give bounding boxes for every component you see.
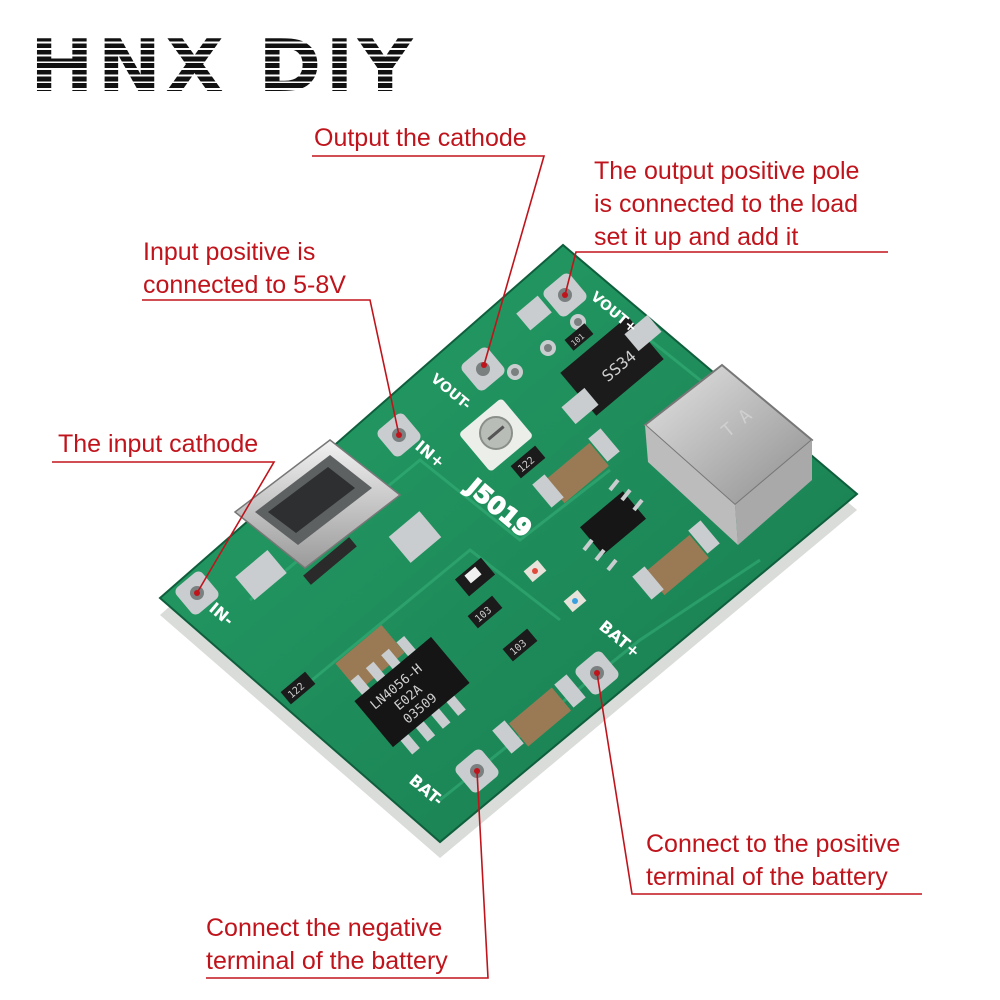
brand-logo: HNX DIY <box>30 23 417 108</box>
diode-ss34: SS34 <box>560 314 664 425</box>
annotation-output-positive-line-1: The output positive pole <box>594 157 860 185</box>
annotation-battery-positive: Connect to the positive terminal of the … <box>646 828 900 894</box>
capacitors <box>335 428 720 754</box>
leader-battery-positive <box>596 672 922 895</box>
annotation-output-cathode: Output the cathode <box>314 124 527 152</box>
annotation-battery-negative-line-2: terminal of the battery <box>206 947 448 975</box>
small-component <box>454 557 496 597</box>
annotation-battery-negative: Connect the negative terminal of the bat… <box>206 912 448 978</box>
leader-battery-negative <box>206 770 489 979</box>
status-leds <box>523 559 587 613</box>
leader-input-cathode <box>52 461 276 594</box>
leader-input-positive <box>142 299 400 436</box>
leader-output-positive <box>564 251 888 296</box>
capacitor-4 <box>492 674 586 754</box>
annotation-battery-positive-line-2: terminal of the battery <box>646 863 888 891</box>
inductor: T A <box>643 363 814 545</box>
annotation-output-positive-line-2: is connected to the load <box>594 190 859 218</box>
potentiometer <box>460 399 532 471</box>
boost-ic <box>579 478 647 572</box>
annotation-output-positive: The output positive pole is connected to… <box>594 155 859 254</box>
annotation-battery-negative-line-1: Connect the negative <box>206 914 443 942</box>
capacitor-3 <box>335 624 405 692</box>
capacitor-2 <box>632 520 720 600</box>
annotation-input-cathode: The input cathode <box>58 430 259 458</box>
capacitor-1 <box>532 428 620 508</box>
annotation-input-positive-line-1: Input positive is <box>143 238 316 266</box>
leader-lines <box>52 155 922 979</box>
annotation-input-positive-line-2: connected to 5-8V <box>143 271 346 299</box>
charger-ic: LN4056-H E02A 03509 <box>350 635 470 755</box>
annotation-input-positive: Input positive is connected to 5-8V <box>143 236 346 302</box>
pcb-board <box>158 243 859 844</box>
leader-output-cathode <box>312 155 546 366</box>
micro-usb-connector <box>233 439 442 600</box>
annotation-battery-positive-line-1: Connect to the positive <box>646 830 901 858</box>
annotation-output-positive-line-3: set it up and add it <box>594 223 799 251</box>
